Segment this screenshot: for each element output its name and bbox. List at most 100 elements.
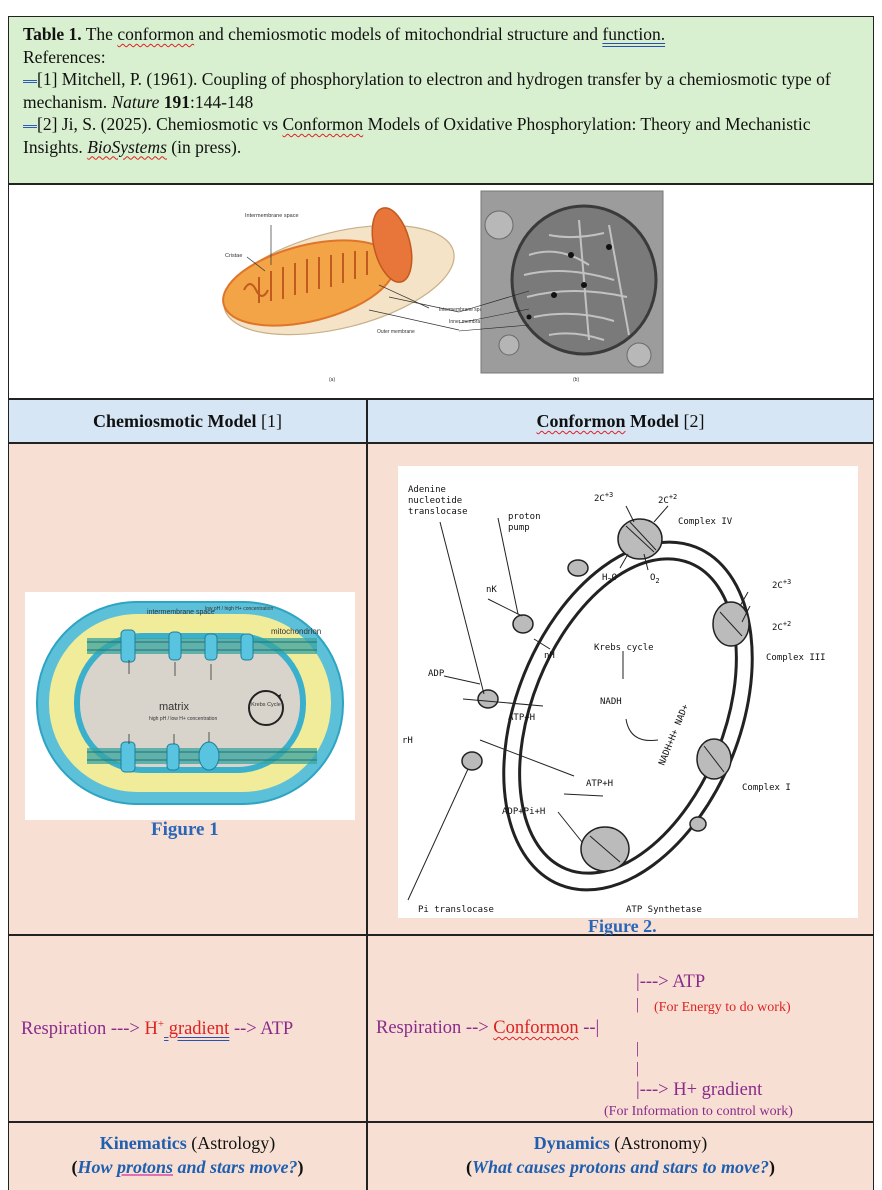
kinematics-line: Kinematics (Astrology) — [9, 1131, 366, 1155]
flow-right-hgradient: |---> H+ gradient — [636, 1080, 763, 1100]
dyn-q-text: What causes protons and stars to move? — [471, 1157, 770, 1177]
label-intermembrane-space: Intermembrane space — [245, 213, 299, 219]
label-intermembrane-space-2: Intermembrane space — [439, 307, 488, 313]
fig2-label-c2-top: 2C+2 — [658, 493, 677, 506]
dynamics-term: Dynamics — [533, 1133, 610, 1153]
kinematics-paren: (Astrology) — [186, 1133, 276, 1153]
flow-right-branch: --| — [578, 1018, 600, 1038]
flow-left-respiration: Respiration ---> — [21, 1019, 145, 1040]
figure-1-caption: Figure 1 — [151, 819, 219, 840]
figure-2-cell: Adenine nucleotide translocase proton pu… — [367, 443, 874, 936]
flow-right-bar-3: | — [636, 1040, 640, 1057]
chemiosmotic-ref: [1] — [256, 411, 282, 431]
ref1-text: [1] Mitchell, P. (1961). Coupling of pho… — [23, 69, 831, 112]
table-label: Table 1. — [23, 24, 82, 44]
fig2-label-nh: nH — [544, 651, 555, 661]
kinematics-question: (How protons and stars move?) — [9, 1155, 366, 1179]
fig2-label-pi-translocase: Pi translocase — [418, 905, 494, 915]
column-header-chemiosmotic: Chemiosmotic Model [1] — [8, 399, 367, 443]
dynamics-cell: Dynamics (Astronomy) (What causes proton… — [367, 1122, 874, 1190]
fig2-label-translocase: translocase — [408, 507, 468, 517]
kin-q-b: and stars move? — [173, 1157, 298, 1177]
flow-right-conformon: Conformon — [493, 1018, 579, 1038]
mitochondrion-cutaway: Intermembrane space Cristae Intermembran… — [222, 207, 488, 383]
fig2-label-adp-pi-h: ADP+Pi+H — [502, 807, 545, 817]
fig1-label-intermembrane: intermembrane space — [147, 609, 215, 616]
fig2-label-atp-h: ATP+H — [508, 713, 535, 723]
kin-q-protons: protons — [116, 1157, 174, 1177]
dyn-q-close: ) — [769, 1157, 776, 1177]
flow-left-hplus: H — [144, 1019, 158, 1040]
ref1-volume: 191 — [163, 91, 191, 112]
label-inner-membrane: Inner membrane — [449, 319, 486, 325]
figure-1-cell: intermembrane space low pH / high H+ con… — [8, 443, 367, 935]
column-header-conformon: Conformon Model [2] — [367, 399, 874, 443]
table-1: Table 1. The conformon and chemiosmotic … — [8, 16, 874, 1190]
fig2-label-adp: ADP — [428, 669, 445, 679]
flow-chemiosmotic-cell: Respiration ---> H+ gradient --> ATP — [8, 935, 367, 1122]
label-cristae: Cristae — [225, 253, 242, 259]
flow-conformon-main: Respiration --> Conformon --| — [376, 1018, 599, 1039]
fig1-label-hplus: low pH / high H+ concentration — [205, 606, 273, 612]
fig2-label-nadh: NADH — [600, 697, 622, 707]
ref2-text-3: (in press). — [166, 136, 242, 157]
flow-right-atp: |---> ATP — [636, 972, 706, 992]
references-label: References: — [23, 46, 106, 67]
fig2-label-complex-iv: Complex IV — [678, 517, 733, 527]
caption-b: (b) — [573, 377, 579, 383]
flow-right-bar-2: | — [636, 996, 640, 1013]
flow-right-bar-4: | — [636, 1060, 640, 1077]
fig2-label-complex-iii: Complex III — [766, 653, 826, 663]
table-title: Table 1. The conformon and chemiosmotic … — [23, 23, 861, 46]
fig2-label-c3-right: 2C+3 — [772, 578, 791, 591]
flow-left-gradient: gradient — [164, 1019, 230, 1040]
conformon-title: Conformon — [536, 411, 626, 431]
fig2-label-atp-h2o: ATP+H — [586, 779, 613, 789]
fig2-label-nk: nK — [486, 585, 497, 595]
dynamics-question: (What causes protons and stars to move?) — [368, 1155, 873, 1179]
title-text-2: and chemiosmotic models of mitochondrial… — [194, 24, 603, 44]
ref2-text: [2] Ji, S. (2025). Chemiosmotic vs — [37, 114, 283, 134]
mitochondria-illustration: Intermembrane space Cristae Intermembran… — [222, 190, 664, 383]
fig2-label-complex-i: Complex I — [742, 783, 791, 793]
fig2-label-c2-right: 2C+2 — [772, 620, 791, 633]
fig2-label-atp-synthetase: ATP Synthetase — [626, 905, 702, 915]
mitochondria-image-row: Intermembrane space Cristae Intermembran… — [8, 184, 874, 399]
ref-link-mark[interactable] — [23, 72, 37, 83]
ref2-journal: BioSystems — [87, 136, 167, 157]
fig2-label-c3-top: 2C+3 — [594, 491, 613, 504]
table-header-cell: Table 1. The conformon and chemiosmotic … — [8, 16, 874, 184]
electron-micrograph: (b) — [458, 190, 664, 383]
title-conformon: conformon — [117, 24, 195, 44]
kinematics-cell: Kinematics (Astrology) (How protons and … — [8, 1122, 367, 1190]
fig2-label-nucleotide: nucleotide — [408, 496, 462, 506]
ref-link-mark-2[interactable] — [23, 117, 37, 128]
flow-chemiosmotic: Respiration ---> H+ gradient --> ATP — [21, 1018, 293, 1040]
dynamics-paren: (Astronomy) — [609, 1133, 708, 1153]
fig1-label-matrix: matrix — [159, 701, 189, 713]
kin-q-close: ) — [297, 1157, 304, 1177]
reference-1: [1] Mitchell, P. (1961). Coupling of pho… — [23, 68, 861, 113]
figure-2-caption: Figure 2. — [588, 916, 657, 936]
fig1-label-krebs: Krebs Cycle — [251, 702, 281, 708]
reference-2: [2] Ji, S. (2025). Chemiosmotic vs Confo… — [23, 113, 861, 158]
flow-right-note-information: (For Information to control work) — [604, 1104, 793, 1119]
fig2-label-krebs: Krebs cycle — [594, 643, 654, 653]
kin-q-a: How — [77, 1157, 117, 1177]
conformon-ref: [2] — [679, 411, 705, 431]
fig2-label-o2: O2 — [650, 573, 660, 585]
figure-2-diagram: Adenine nucleotide translocase proton pu… — [398, 466, 858, 918]
title-function: function. — [602, 24, 666, 44]
flow-left-atp: --> ATP — [229, 1019, 294, 1040]
caption-a: (a) — [329, 377, 335, 383]
dyn-q-open: ( — [465, 1157, 472, 1177]
conformon-title-suffix: Model — [625, 411, 679, 431]
flow-conformon-cell: Respiration --> Conformon --| |---> ATP … — [367, 935, 874, 1122]
flow-right-respiration: Respiration --> — [376, 1018, 494, 1038]
fig2-label-proton: proton — [508, 512, 541, 522]
ref2-conformon: Conformon — [282, 114, 364, 134]
kin-q-open: ( — [71, 1157, 78, 1177]
flow-right-note-energy: (For Energy to do work) — [654, 1000, 791, 1015]
dynamics-line: Dynamics (Astronomy) — [368, 1131, 873, 1155]
fig2-label-nhpi: rH — [402, 736, 413, 746]
